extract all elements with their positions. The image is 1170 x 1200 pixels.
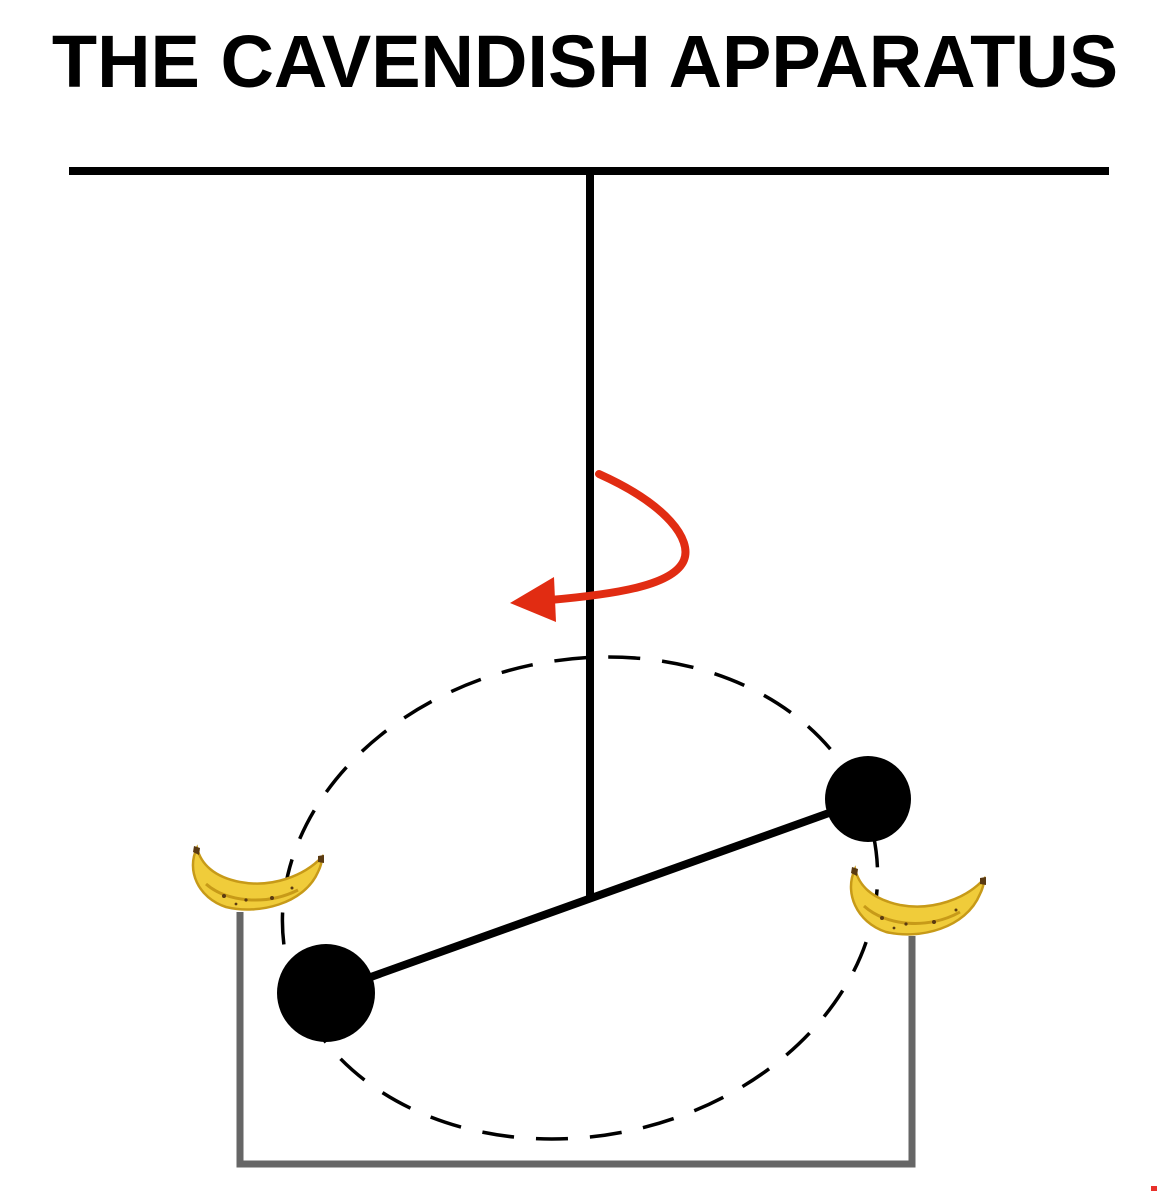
- curved-arrow-icon: [510, 470, 690, 622]
- left-ball: [277, 944, 375, 1042]
- page-title: THE CAVENDISH APPARATUS: [51, 20, 1119, 103]
- corner-mark: [1151, 1186, 1157, 1191]
- banana-icon: [191, 844, 324, 911]
- torsion-beam: [324, 795, 870, 997]
- banana-stand: [236, 912, 916, 1168]
- banana-icon: [849, 865, 986, 936]
- right-ball: [825, 756, 911, 842]
